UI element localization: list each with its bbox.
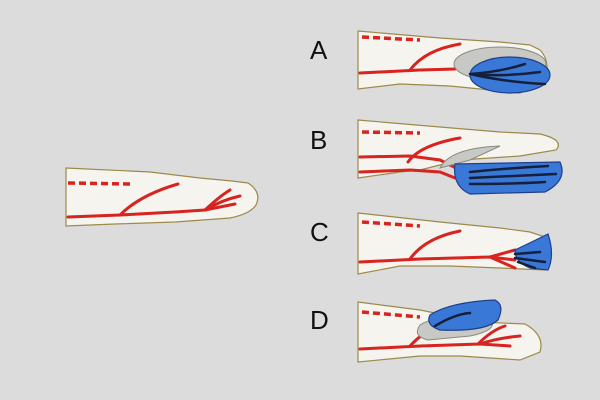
finger-d bbox=[357, 299, 542, 363]
label-b: B bbox=[310, 125, 328, 155]
normal-finger bbox=[65, 167, 259, 227]
label-d: D bbox=[310, 305, 329, 335]
finger-a bbox=[357, 30, 551, 94]
label-c: C bbox=[310, 217, 329, 247]
finger-b bbox=[357, 119, 563, 195]
finger-c bbox=[357, 212, 553, 275]
label-a: A bbox=[310, 35, 328, 65]
